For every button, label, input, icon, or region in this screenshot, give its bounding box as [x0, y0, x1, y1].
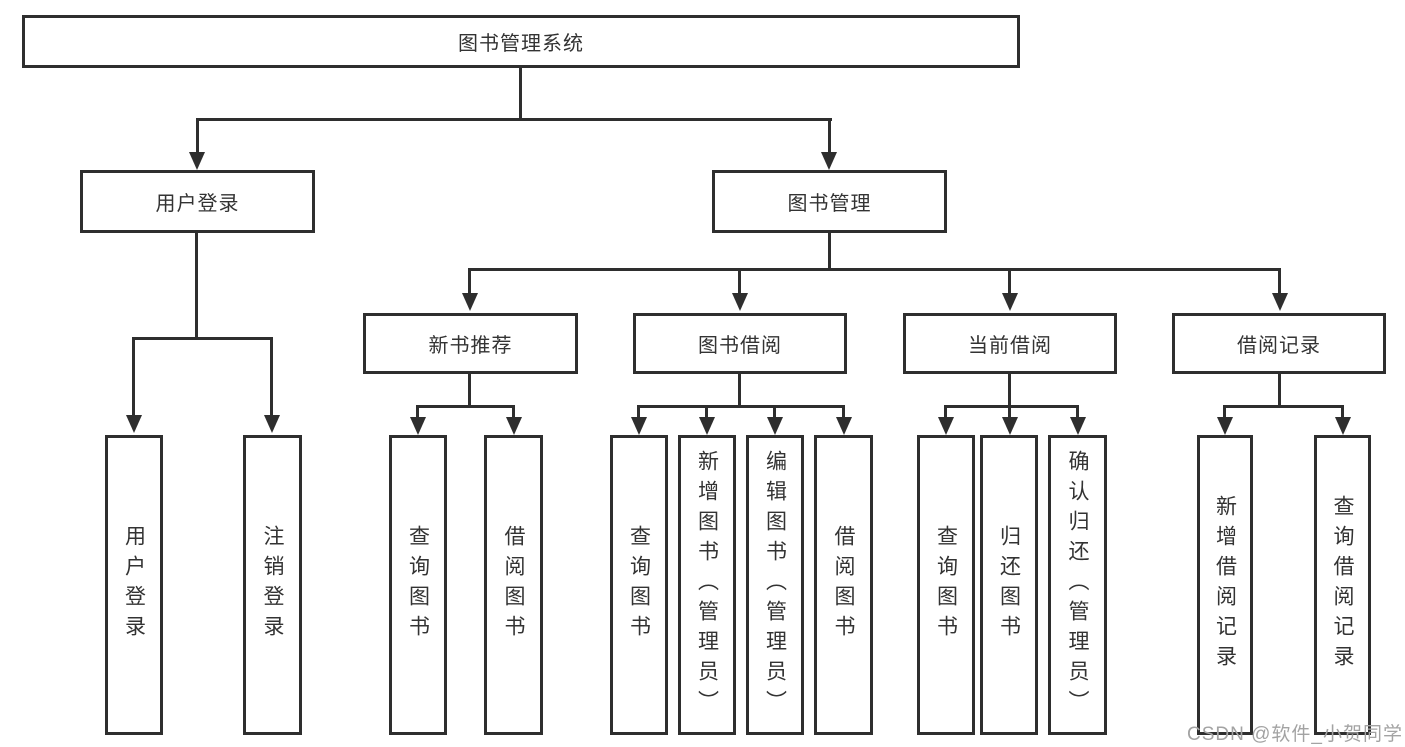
node-label: 借阅记录: [1237, 335, 1321, 357]
connector-book-management-horizontal: [468, 268, 1281, 271]
arrowhead-leaf: [1002, 417, 1018, 435]
node-root-library-system: 图书管理系统: [22, 15, 1020, 68]
arrowhead-leaf-user-login: [126, 415, 142, 433]
leaf-label: 新增借阅记录: [1213, 495, 1237, 675]
leaf-label: 确认归还（管理员）: [1066, 450, 1089, 720]
arrowhead-leaf: [506, 417, 522, 435]
connector-stub: [842, 405, 845, 419]
connector-current-borrowing-horizontal: [944, 405, 1079, 408]
connector-stub: [1341, 405, 1344, 419]
arrowhead-user-login: [189, 152, 205, 170]
connector-to-book-borrowing: [738, 268, 741, 295]
connector-root-stem: [519, 68, 522, 118]
connector-book-management-stem: [828, 233, 831, 268]
leaf-label: 查询图书: [406, 525, 430, 645]
node-label: 当前借阅: [968, 335, 1052, 357]
connector-root-horizontal: [196, 118, 832, 121]
arrowhead-book-borrowing: [732, 293, 748, 311]
leaf-borrow-books-recommend: 借阅图书: [484, 435, 543, 735]
connector-stub: [705, 405, 708, 419]
connector-new-book-stem: [468, 374, 471, 405]
node-borrowing-records: 借阅记录: [1172, 313, 1386, 374]
node-label: 图书管理: [787, 193, 872, 215]
connector-stub: [512, 405, 515, 419]
arrowhead-leaf: [938, 417, 954, 435]
arrowhead-leaf: [767, 417, 783, 435]
connector-to-leaf-user-login: [132, 337, 135, 417]
leaf-label: 借阅图书: [502, 525, 525, 645]
leaf-query-books-borrowing: 查询图书: [610, 435, 668, 735]
leaf-label: 用户登录: [122, 525, 146, 645]
leaf-label: 注销登录: [261, 525, 284, 645]
connector-stub: [416, 405, 419, 419]
leaf-edit-books-admin: 编辑图书（管理员）: [746, 435, 804, 735]
node-new-book-recommendation: 新书推荐: [363, 313, 578, 374]
arrowhead-book-management: [821, 152, 837, 170]
leaf-query-books-current: 查询图书: [917, 435, 975, 735]
node-book-borrowing: 图书借阅: [633, 313, 847, 374]
connector-to-user-login: [196, 118, 199, 154]
arrowhead-new-book: [462, 293, 478, 311]
leaf-query-books-recommend: 查询图书: [389, 435, 447, 735]
arrowhead-leaf: [699, 417, 715, 435]
leaf-label: 查询图书: [934, 525, 958, 645]
arrowhead-leaf: [1217, 417, 1233, 435]
arrowhead-borrowing-records: [1272, 293, 1288, 311]
leaf-logout: 注销登录: [243, 435, 302, 735]
connector-borrowing-records-horizontal: [1223, 405, 1344, 408]
arrowhead-leaf: [1335, 417, 1351, 435]
arrowhead-current-borrowing: [1002, 293, 1018, 311]
node-book-management: 图书管理: [712, 170, 947, 233]
node-label: 图书借阅: [698, 335, 782, 357]
arrowhead-leaf: [1070, 417, 1086, 435]
connector-to-new-book: [468, 268, 471, 295]
arrowhead-leaf: [631, 417, 647, 435]
leaf-add-books-admin: 新增图书（管理员）: [678, 435, 736, 735]
leaf-label: 查询图书: [627, 525, 651, 645]
leaf-label: 新增图书（管理员）: [695, 450, 719, 720]
connector-user-login-stem: [195, 233, 198, 337]
connector-borrowing-records-stem: [1278, 374, 1281, 405]
leaf-user-login: 用户登录: [105, 435, 163, 735]
leaf-label: 借阅图书: [832, 525, 855, 645]
arrowhead-leaf-logout: [264, 415, 280, 433]
connector-new-book-horizontal: [416, 405, 515, 408]
connector-user-login-horizontal: [132, 337, 273, 340]
connector-stub: [1223, 405, 1226, 419]
connector-to-leaf-logout: [270, 337, 273, 417]
connector-current-borrowing-stem: [1008, 374, 1011, 405]
node-current-borrowing: 当前借阅: [903, 313, 1117, 374]
connector-stub: [944, 405, 947, 419]
leaf-return-books: 归还图书: [980, 435, 1038, 735]
leaf-label: 查询借阅记录: [1331, 495, 1354, 675]
connector-to-borrowing-records: [1278, 268, 1281, 295]
connector-stub: [637, 405, 640, 419]
connector-stub: [773, 405, 776, 419]
connector-stub: [1008, 405, 1011, 419]
node-user-login: 用户登录: [80, 170, 315, 233]
leaf-label: 编辑图书（管理员）: [763, 450, 787, 720]
node-label: 用户登录: [155, 193, 240, 215]
connector-to-book-management: [828, 118, 831, 154]
connector-book-borrowing-stem: [738, 374, 741, 405]
arrowhead-leaf: [836, 417, 852, 435]
connector-to-current-borrowing: [1008, 268, 1011, 295]
leaf-add-borrow-record: 新增借阅记录: [1197, 435, 1253, 735]
leaf-confirm-return-admin: 确认归还（管理员）: [1048, 435, 1107, 735]
node-label: 图书管理系统: [458, 33, 584, 55]
csdn-watermark: CSDN @软件_小贺同学: [1187, 724, 1403, 745]
connector-stub: [1076, 405, 1079, 419]
leaf-label: 归还图书: [997, 525, 1021, 645]
leaf-query-borrow-record: 查询借阅记录: [1314, 435, 1371, 735]
leaf-borrow-books-borrowing: 借阅图书: [814, 435, 873, 735]
arrowhead-leaf: [410, 417, 426, 435]
connector-book-borrowing-horizontal: [637, 405, 845, 408]
node-label: 新书推荐: [428, 335, 513, 357]
